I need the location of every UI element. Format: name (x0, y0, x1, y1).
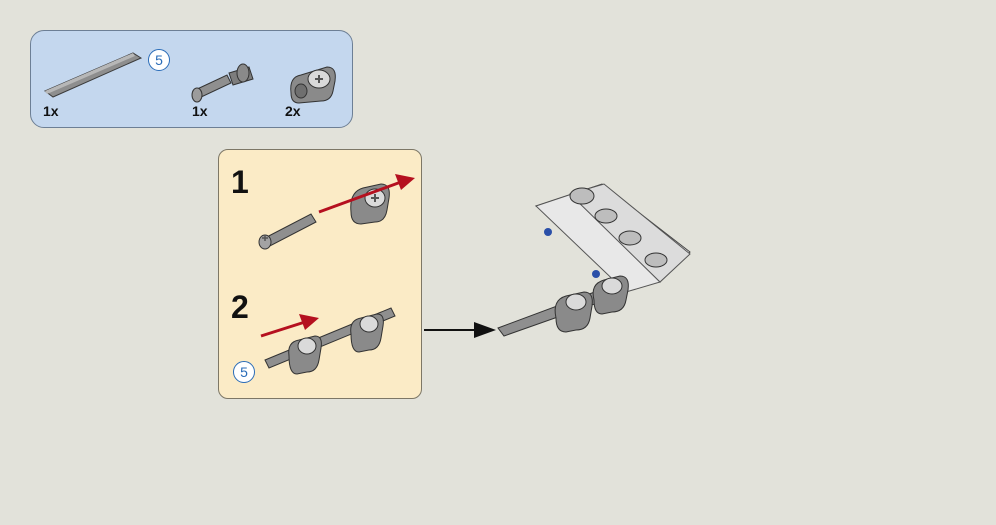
axle-pin-icon (191, 63, 254, 103)
liftarm-stack-icon (534, 183, 691, 293)
axle-pin-quantity: 1x (192, 103, 208, 119)
result-arrow (424, 322, 496, 338)
step-number-1: 1 (231, 164, 249, 200)
step2-cross-block-icon (288, 313, 384, 375)
cross-block-icon (290, 66, 336, 104)
cross-block-quantity: 2x (285, 103, 301, 119)
step1-axle-pin-icon (258, 213, 317, 250)
assembled-cross-blocks-icon (554, 275, 629, 333)
parts-illustration (44, 52, 336, 104)
step2-push-arrow (260, 314, 319, 338)
axle-length-badge: 5 (148, 49, 170, 71)
step1-insert-arrow (318, 174, 415, 214)
axle-icon (44, 52, 143, 98)
step2-axle-length-badge: 5 (233, 361, 255, 383)
substeps-panel: 1 2 (218, 149, 422, 399)
substeps-illustration (258, 174, 415, 375)
step-number-2: 2 (231, 289, 249, 325)
axle-quantity: 1x (43, 103, 59, 119)
parts-list-panel: 5 1x 1x 2x (30, 30, 353, 128)
